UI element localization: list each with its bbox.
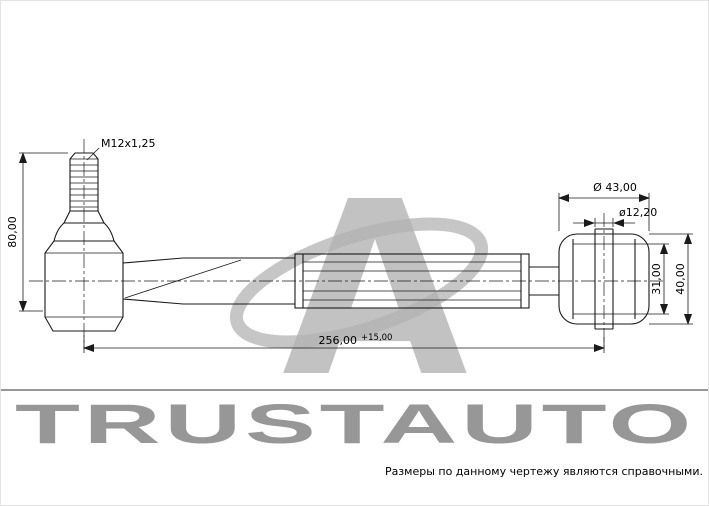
dim-bolt-hole-diameter: ø12,20: [573, 206, 657, 227]
dim-thread-label: M12x1,25: [101, 137, 156, 150]
dim-eye-outer-width-label: 40,00: [674, 263, 687, 295]
brand-text: TRUSTAUTO: [15, 392, 695, 455]
watermark-letter: A: [282, 150, 468, 430]
rod-shank: [122, 257, 295, 305]
dim-overall-length: 256,00 +15,00: [83, 333, 605, 353]
dim-bushing-inner-width-label: 31,00: [650, 263, 663, 295]
dim-stud-height: 80,00: [6, 152, 68, 312]
dim-eye-outer-diameter-label: Ø 43,00: [593, 181, 637, 194]
dim-thread: M12x1,25: [86, 137, 156, 161]
watermark-logo: A: [229, 150, 489, 430]
reference-dimensions-note: Размеры по данному чертежу являются спра…: [385, 465, 703, 478]
center-lines: [29, 139, 663, 349]
dim-overall-length-label: 256,00: [319, 334, 358, 347]
ball-joint-housing: [44, 210, 124, 332]
watermark-orbit-ring: [229, 217, 489, 349]
dim-bolt-hole-diameter-label: ø12,20: [619, 206, 657, 219]
dim-eye-outer-diameter: Ø 43,00: [558, 181, 650, 231]
adjusting-sleeve: [294, 253, 530, 309]
dim-overall-length-tolerance: +15,00: [361, 333, 392, 343]
rod-stub-right: [529, 266, 559, 296]
bushing-eye: [558, 228, 650, 330]
dim-bushing-inner-width: 31,00: [635, 243, 669, 315]
tie-rod-end: [44, 152, 124, 332]
dim-eye-outer-width: 40,00: [649, 233, 693, 325]
brand-wordmark: TRUSTAUTO: [1, 389, 708, 455]
dim-stud-height-label: 80,00: [6, 216, 19, 248]
shank-taper-edge: [124, 259, 242, 299]
